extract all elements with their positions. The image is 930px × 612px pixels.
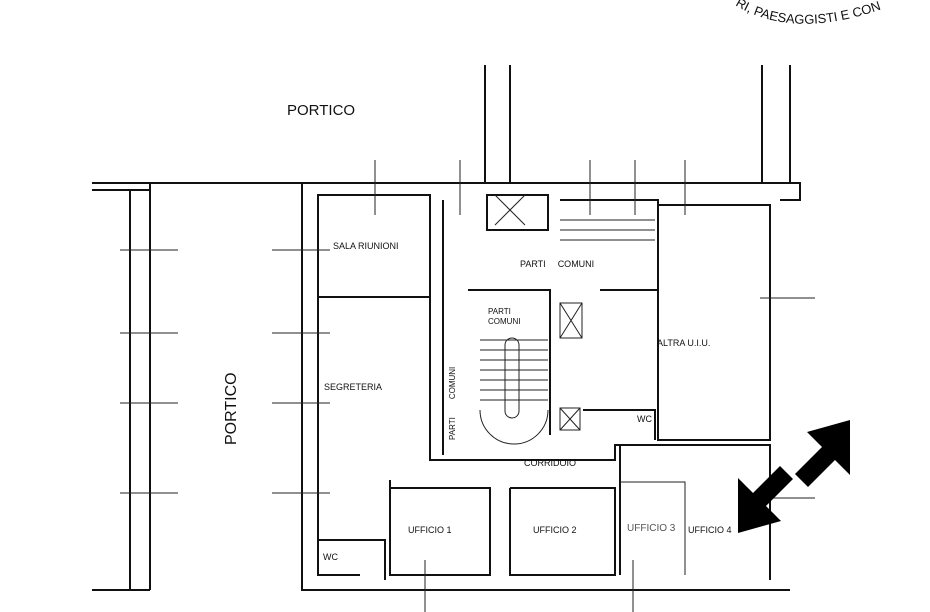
label-wc-right: WC bbox=[637, 414, 652, 424]
label-ufficio-1: UFFICIO 1 bbox=[408, 525, 452, 535]
label-sala-riunioni: SALA RIUNIONI bbox=[333, 241, 399, 251]
label-ufficio-4: UFFICIO 4 bbox=[688, 525, 732, 535]
label-segreteria: SEGRETERIA bbox=[324, 382, 382, 392]
label-ufficio-2: UFFICIO 2 bbox=[533, 525, 577, 535]
label-portico-top: PORTICO bbox=[287, 102, 355, 119]
label-ufficio-3: UFFICIO 3 bbox=[627, 523, 676, 534]
label-wc-left: WC bbox=[323, 552, 338, 562]
label-parti-comuni-vertical: PARTICOMUNI bbox=[448, 367, 457, 440]
arrow-southwest-icon bbox=[738, 466, 793, 533]
label-corridoio: CORRIDOIO bbox=[524, 458, 576, 468]
stamp-text: RI, PAESAGGISTI E CON bbox=[733, 0, 882, 27]
label-altra-uiu: ALTRA U.I.U. bbox=[657, 338, 710, 348]
walls bbox=[92, 65, 801, 591]
direction-arrows bbox=[738, 420, 850, 533]
label-portico-side: PORTICO bbox=[223, 372, 240, 445]
arrow-northeast-icon bbox=[795, 420, 850, 487]
window-marks bbox=[120, 160, 815, 612]
